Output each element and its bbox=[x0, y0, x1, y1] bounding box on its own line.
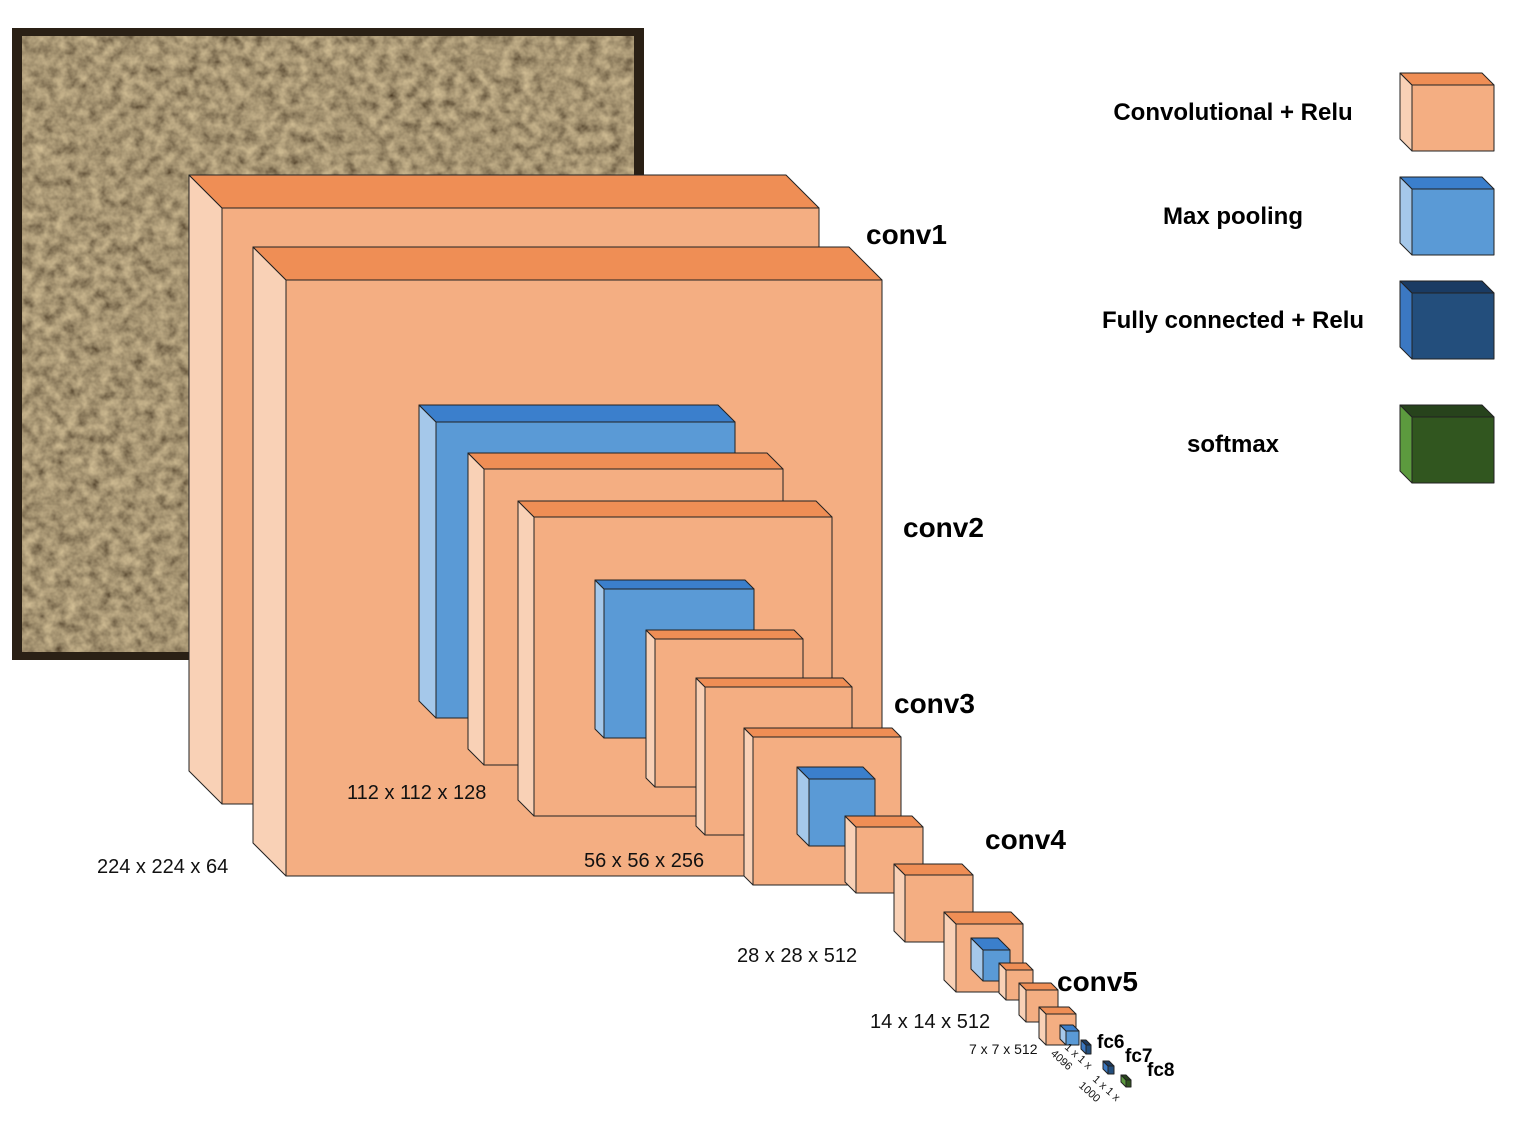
dim-14: 14 x 14 x 512 bbox=[870, 1011, 990, 1033]
dim-112: 112 x 112 x 128 bbox=[347, 782, 486, 804]
dimension-labels: 224 x 224 x 64 112 x 112 x 128 56 x 56 x… bbox=[97, 782, 1122, 1105]
legend-swatch-pool-top bbox=[1399, 176, 1495, 190]
label-conv2: conv2 bbox=[903, 512, 984, 543]
label-fc7: fc7 bbox=[1125, 1046, 1152, 1067]
legend-swatch-conv-side bbox=[1399, 72, 1413, 152]
legend-swatch-fc-top bbox=[1399, 280, 1495, 294]
legend-swatch-softmax-top bbox=[1399, 404, 1495, 418]
legend-swatch-softmax-side bbox=[1399, 404, 1413, 484]
block-conv1-a-side bbox=[188, 174, 223, 805]
block-conv4-a-side bbox=[844, 815, 857, 894]
block-conv3-c-top bbox=[743, 727, 902, 738]
legend-swatch-fc bbox=[1399, 280, 1495, 360]
block-conv1-b-side bbox=[252, 246, 287, 877]
block-conv3-b-top bbox=[695, 677, 853, 688]
block-pool5 bbox=[1059, 1024, 1080, 1046]
legend-label-softmax: softmax bbox=[1187, 431, 1280, 458]
block-conv2-b-top bbox=[517, 500, 833, 518]
block-conv4-c-side bbox=[943, 911, 957, 993]
legend-swatch-conv bbox=[1399, 72, 1495, 152]
block-conv3-b-side bbox=[695, 677, 706, 836]
block-fc7-front bbox=[1107, 1065, 1115, 1075]
legend-label-conv: Convolutional + Relu bbox=[1113, 99, 1352, 126]
block-conv4-c-top bbox=[943, 911, 1024, 925]
block-conv2-a-top bbox=[467, 452, 784, 470]
block-conv3-a-side bbox=[645, 629, 656, 788]
legend-swatch-conv-front bbox=[1411, 84, 1495, 152]
legend-swatch-fc-front bbox=[1411, 292, 1495, 360]
block-fc7 bbox=[1102, 1060, 1115, 1075]
block-pool2-side bbox=[594, 579, 605, 739]
block-pool1-side bbox=[418, 404, 437, 719]
dim-28: 28 x 28 x 512 bbox=[737, 945, 857, 967]
block-conv3-a-top bbox=[645, 629, 804, 640]
legend-label-pool: Max pooling bbox=[1163, 203, 1303, 230]
legend-label-fc: Fully connected + Relu bbox=[1102, 307, 1364, 334]
block-pool3-side bbox=[796, 766, 810, 847]
block-conv2-a-side bbox=[467, 452, 485, 766]
block-conv4-a-top bbox=[844, 815, 924, 828]
block-pool3-top bbox=[796, 766, 876, 780]
legend: Convolutional + Relu Max pooling Fully c… bbox=[1102, 72, 1495, 484]
label-conv1: conv1 bbox=[866, 219, 947, 250]
label-conv3: conv3 bbox=[894, 688, 975, 719]
block-conv1-a-top bbox=[188, 174, 820, 209]
legend-swatch-pool-side bbox=[1399, 176, 1413, 256]
block-pool1-top bbox=[418, 404, 736, 423]
legend-swatches bbox=[1399, 72, 1495, 484]
legend-swatch-softmax-front bbox=[1411, 416, 1495, 484]
block-fc8 bbox=[1120, 1074, 1132, 1088]
block-fc6-front bbox=[1085, 1044, 1092, 1055]
legend-swatch-softmax bbox=[1399, 404, 1495, 484]
label-conv4: conv4 bbox=[985, 824, 1066, 855]
layer-blocks bbox=[188, 174, 1132, 1088]
block-conv4-b-top bbox=[893, 863, 974, 876]
block-pool5-front bbox=[1065, 1030, 1080, 1046]
label-fc8: fc8 bbox=[1147, 1060, 1174, 1081]
stage-labels: conv1 conv2 conv3 conv4 conv5 fc6 fc7 fc… bbox=[866, 219, 1174, 1081]
block-conv4-b-side bbox=[893, 863, 906, 943]
block-pool2-top bbox=[594, 579, 755, 590]
block-conv5-b-top bbox=[1018, 982, 1059, 991]
legend-swatch-pool bbox=[1399, 176, 1495, 256]
block-fc8-front bbox=[1125, 1079, 1132, 1088]
label-conv5: conv5 bbox=[1057, 966, 1138, 997]
legend-swatch-conv-top bbox=[1399, 72, 1495, 86]
block-fc6 bbox=[1080, 1039, 1092, 1055]
block-conv2-b-side bbox=[517, 500, 535, 817]
dim-7: 7 x 7 x 512 bbox=[969, 1041, 1038, 1057]
legend-swatch-fc-side bbox=[1399, 280, 1413, 360]
block-conv3-c-side bbox=[743, 727, 754, 886]
dim-224: 224 x 224 x 64 bbox=[97, 856, 228, 878]
block-conv5-c-top bbox=[1038, 1006, 1077, 1015]
legend-swatch-pool-front bbox=[1411, 188, 1495, 256]
label-fc6: fc6 bbox=[1097, 1032, 1124, 1053]
dim-56: 56 x 56 x 256 bbox=[584, 850, 704, 872]
block-conv1-b-top bbox=[252, 246, 883, 281]
